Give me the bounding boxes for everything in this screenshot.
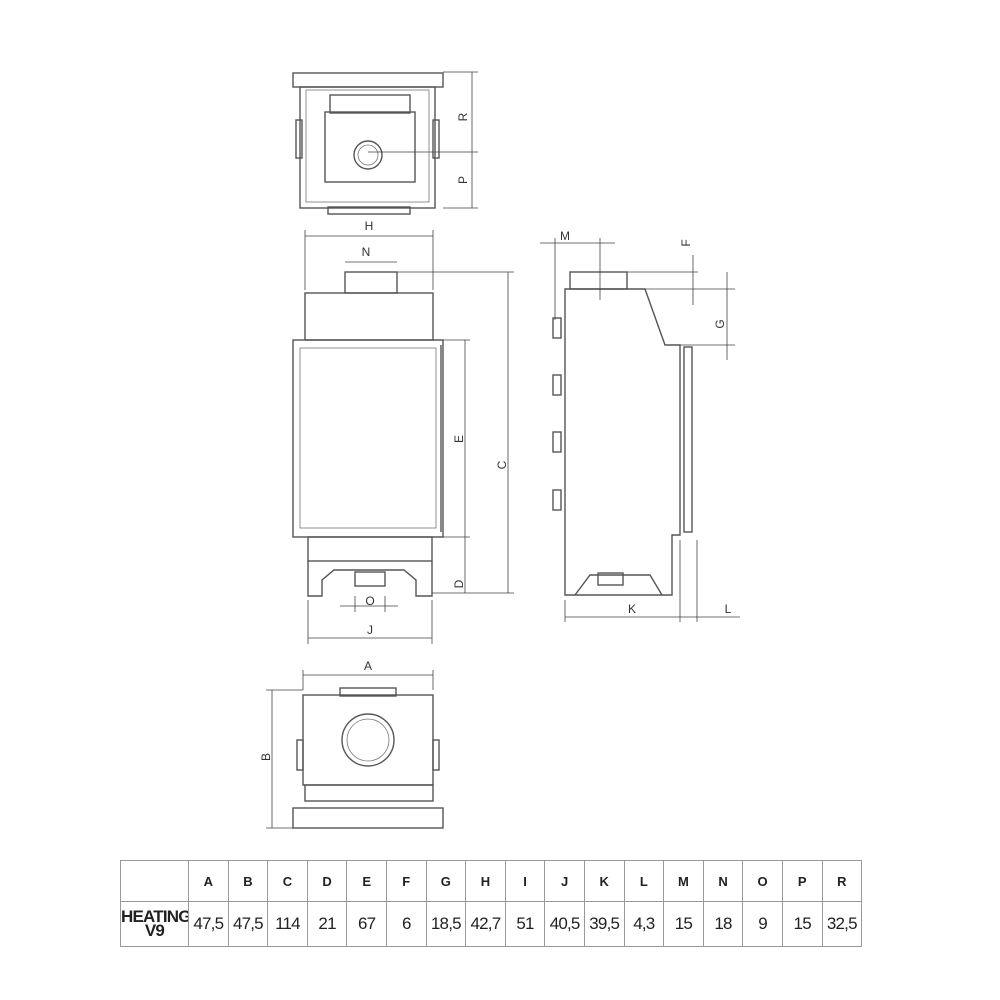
column-header-e: E: [346, 860, 387, 902]
column-header-g: G: [425, 860, 467, 902]
dim-label-l: L: [725, 602, 732, 616]
front-view: H N C E D O J: [292, 219, 514, 644]
dim-label-g: G: [713, 319, 727, 328]
value-cell-o: 9: [742, 901, 783, 947]
dim-label-e: E: [452, 435, 466, 443]
value-cell-i: 51: [504, 901, 546, 947]
value-cell-b: 47,5: [227, 901, 269, 947]
dim-label-f: F: [679, 239, 693, 246]
dim-label-o: O: [365, 594, 374, 608]
value-cell-h: 42,7: [465, 901, 506, 947]
model-variant: V9: [144, 921, 165, 940]
top-view: R P: [292, 71, 478, 215]
value-cell-p: 15: [781, 901, 823, 947]
value-cell-k: 39,5: [583, 901, 625, 947]
column-header-i: I: [504, 860, 546, 902]
value-cell-j: 40,5: [544, 901, 585, 947]
column-header-j: J: [544, 860, 585, 902]
side-view: M F G K L: [540, 229, 740, 622]
column-header-p: P: [781, 860, 823, 902]
column-header-m: M: [663, 860, 704, 902]
column-header-h: H: [465, 860, 506, 902]
column-header-o: O: [742, 860, 783, 902]
dim-label-n: N: [362, 245, 371, 259]
dim-label-d: D: [452, 579, 466, 588]
dim-label-c: C: [495, 460, 509, 469]
dim-label-m: M: [560, 229, 570, 243]
dim-label-a: A: [364, 659, 372, 673]
value-cell-a: 47,5: [188, 901, 229, 947]
value-cell-d: 21: [306, 901, 348, 947]
dim-label-b: B: [259, 753, 273, 761]
column-header-c: C: [267, 860, 308, 902]
column-header-a: A: [188, 860, 229, 902]
value-cell-l: 4,3: [623, 901, 665, 947]
value-cell-g: 18,5: [425, 901, 467, 947]
dim-label-j: J: [367, 623, 373, 637]
model-name: HEATING: [121, 907, 189, 926]
dim-label-r: R: [456, 112, 470, 121]
value-cell-m: 15: [663, 901, 704, 947]
column-header-k: K: [583, 860, 625, 902]
value-cell-n: 18: [702, 901, 744, 947]
dim-label-k: K: [628, 602, 636, 616]
column-header-d: D: [306, 860, 348, 902]
column-header-r: R: [821, 860, 863, 902]
model-name-cell: HEATING V9: [120, 901, 189, 947]
dim-label-h: H: [365, 219, 374, 233]
bottom-view: A B: [259, 659, 444, 829]
column-header-n: N: [702, 860, 744, 902]
value-cell-f: 6: [385, 901, 427, 947]
value-cell-r: 32,5: [821, 901, 863, 947]
column-header-b: B: [227, 860, 269, 902]
column-header-f: F: [385, 860, 427, 902]
table-corner-cell: [120, 860, 189, 902]
value-cell-c: 114: [267, 901, 308, 947]
dim-label-p: P: [456, 176, 470, 184]
column-header-l: L: [623, 860, 665, 902]
value-cell-e: 67: [346, 901, 387, 947]
